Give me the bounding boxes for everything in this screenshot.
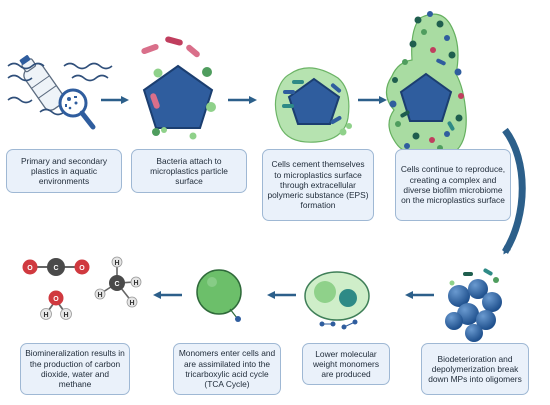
step-4-box: Cells continue to reproduce, creating a …: [395, 149, 511, 221]
step-7-box: Monomers enter cells and are assimilated…: [173, 343, 281, 395]
cell-with-monomers-icon: [304, 271, 370, 330]
step-1-text: Primary and secondary plastics in aquati…: [20, 155, 108, 187]
water-atom-1: H: [43, 312, 48, 319]
co2-atom-1: O: [27, 265, 33, 272]
step-8-text: Biomineralization results in the product…: [25, 348, 125, 390]
step-5-text: Biodeterioration and depolymerization br…: [428, 353, 522, 385]
step-1-box: Primary and secondary plastics in aquati…: [6, 149, 122, 193]
step-2-text: Bacteria attach to microplastics particl…: [150, 155, 228, 187]
biofilm-microbiome-icon: [385, 11, 467, 159]
step-8-box: Biomineralization results in the product…: [20, 343, 130, 395]
flow-arrows: [101, 96, 526, 299]
methane-atom-5: H: [133, 280, 138, 287]
carbon-dioxide-molecule-icon: O C O: [22, 258, 90, 276]
eps-coated-microplastic-icon: [274, 67, 352, 143]
step-6-box: Lower molecular weight monomers are prod…: [302, 343, 390, 385]
magnifier-icon: [58, 88, 96, 130]
methane-molecule-icon: H H C H H: [94, 256, 142, 308]
tca-cell-icon: [196, 269, 242, 322]
step-2-box: Bacteria attach to microplastics particl…: [131, 149, 247, 193]
water-atom-2: O: [53, 296, 59, 303]
methane-atom-3: C: [114, 281, 119, 288]
arrow-4-to-5: [501, 127, 526, 255]
water-molecule-icon: H O H: [40, 290, 72, 320]
step-4-text: Cells continue to reproduce, creating a …: [400, 164, 506, 206]
co2-atom-2: C: [53, 265, 58, 272]
step-3-text: Cells cement themselves to microplastics…: [267, 159, 369, 211]
methane-atom-2: H: [97, 292, 102, 299]
methane-atom-1: H: [114, 260, 119, 267]
co2-atom-3: O: [79, 265, 85, 272]
methane-atom-4: H: [129, 300, 134, 307]
microplastic-with-bacteria-icon: [141, 36, 216, 140]
step-7-text: Monomers enter cells and are assimilated…: [178, 348, 276, 390]
step-5-box: Biodeterioration and depolymerization br…: [421, 343, 529, 395]
water-atom-3: H: [63, 312, 68, 319]
water-waves-icon: [7, 62, 113, 116]
step-6-text: Lower molecular weight monomers are prod…: [312, 348, 380, 380]
oligomer-cluster-icon: [445, 268, 502, 342]
step-3-box: Cells cement themselves to microplastics…: [262, 149, 374, 221]
